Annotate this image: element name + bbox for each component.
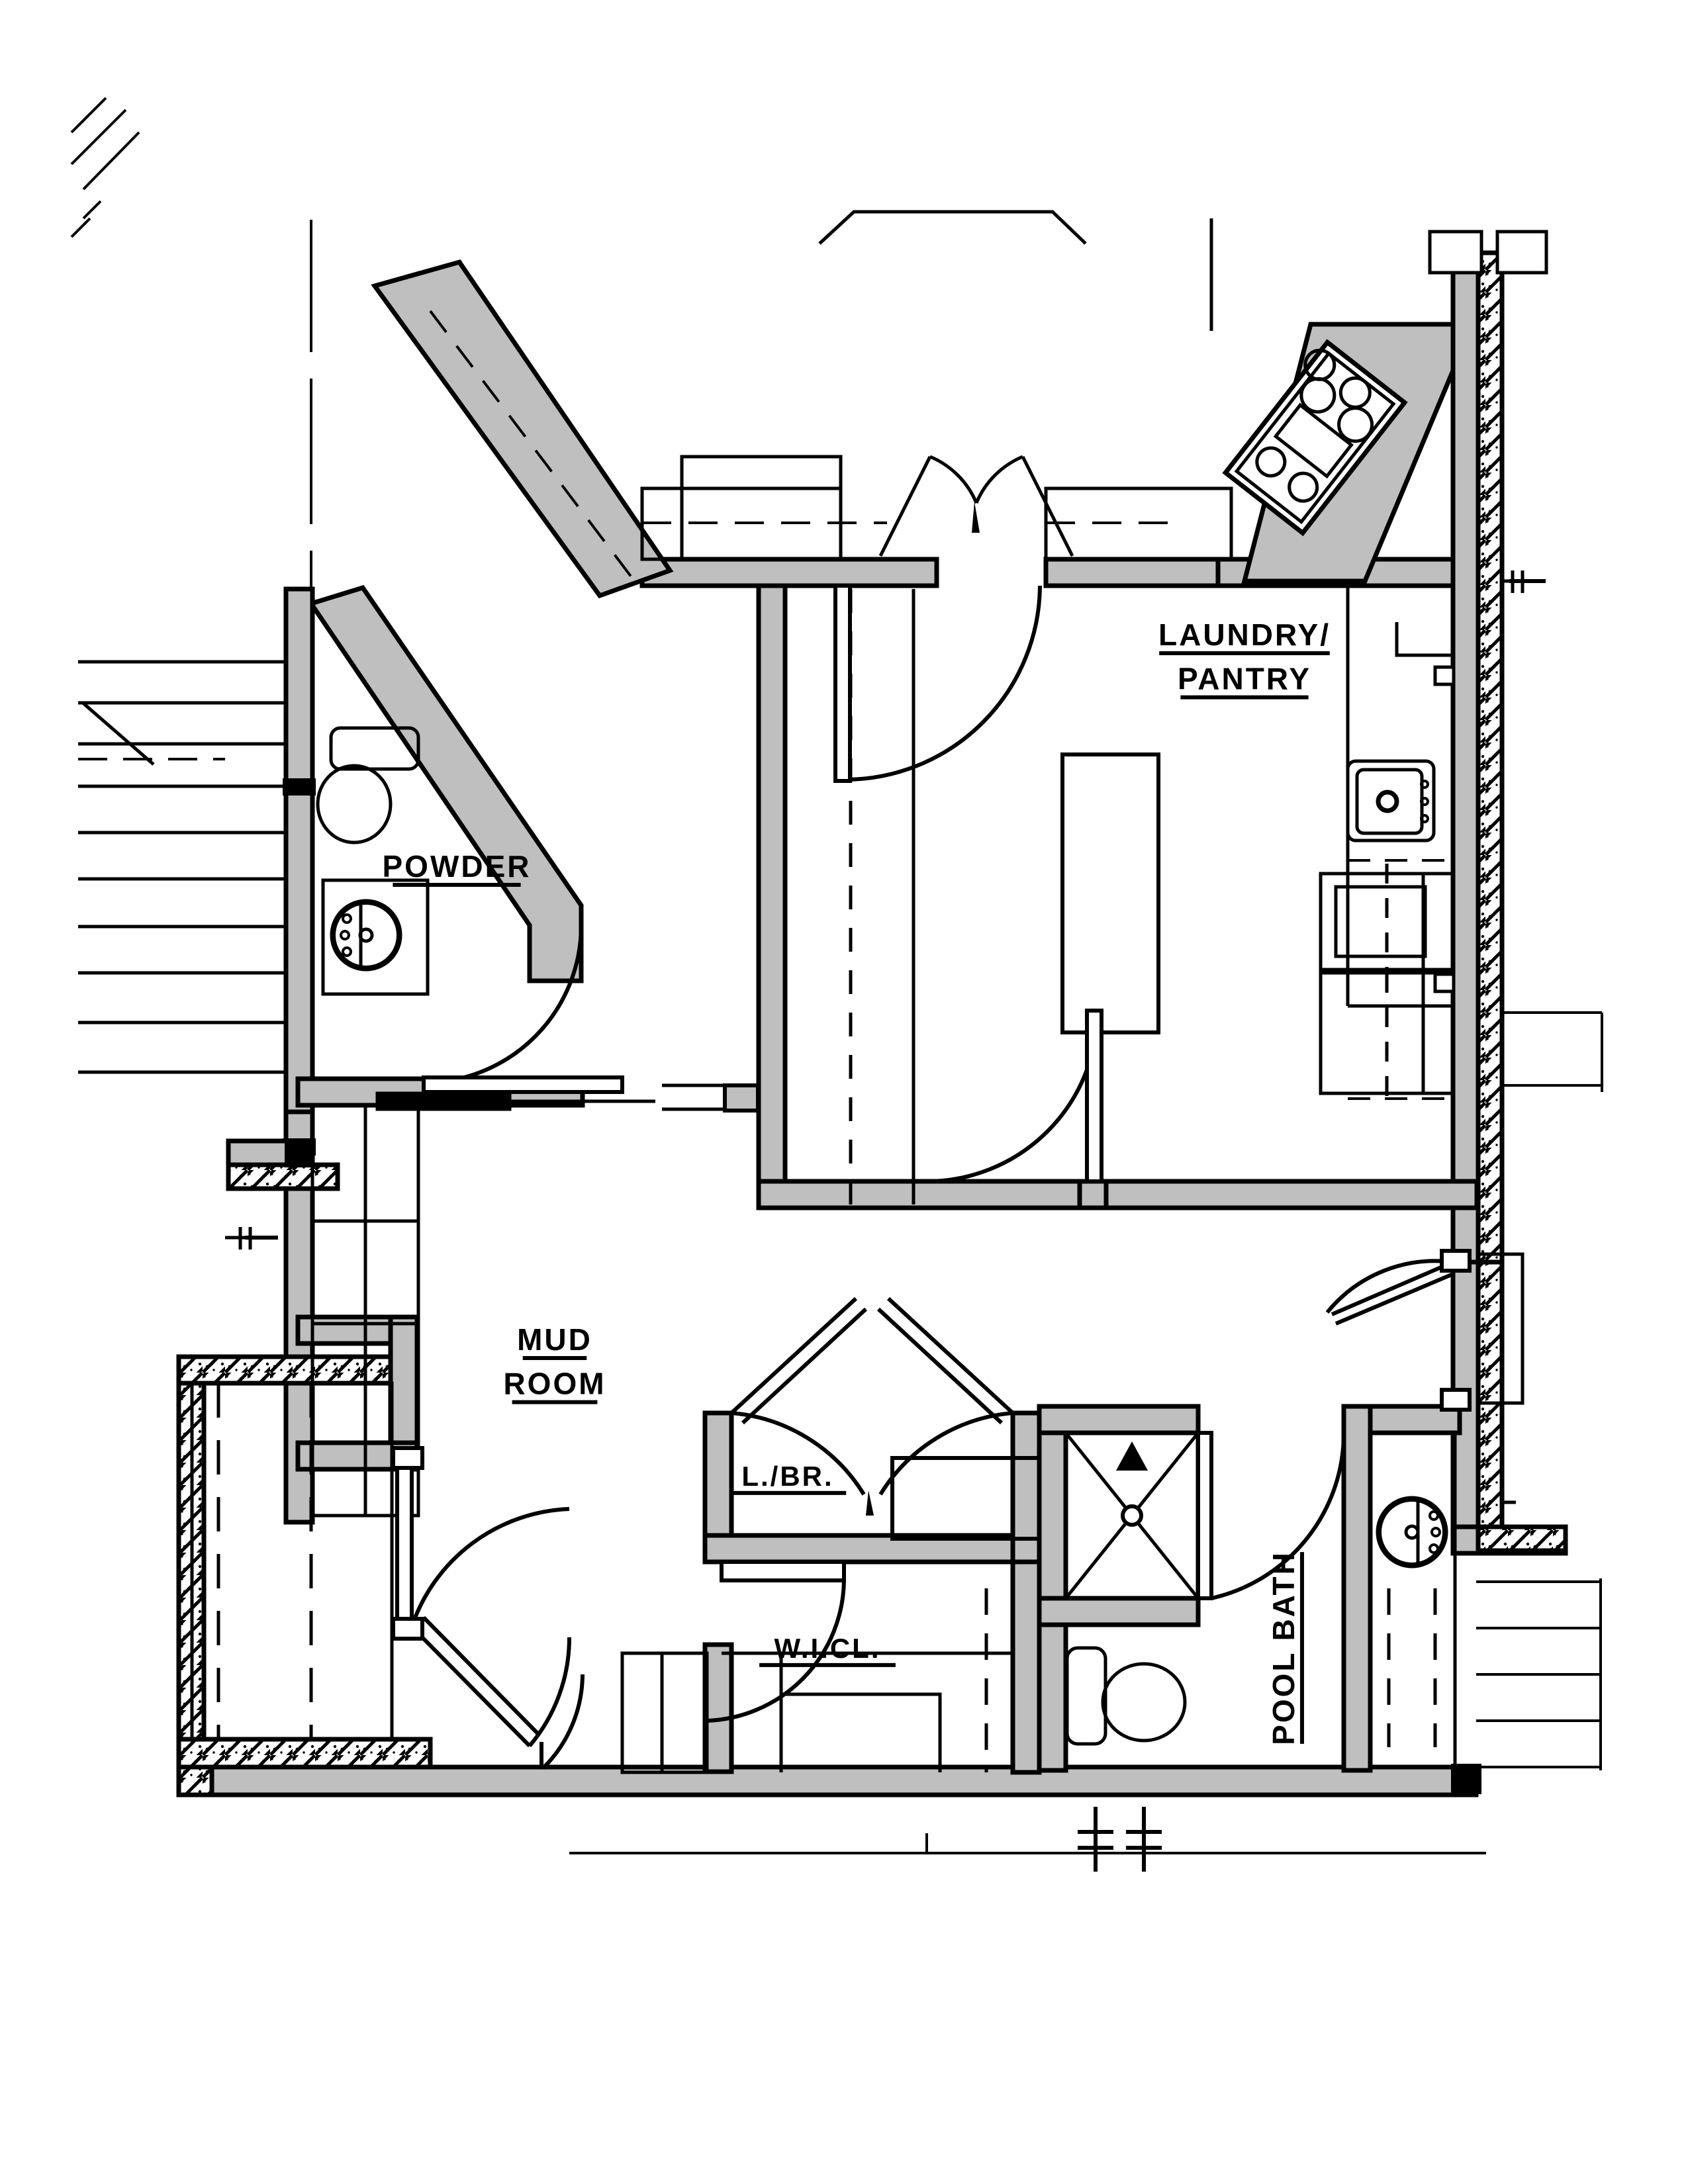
wall-top-mid-seg: [1043, 557, 1221, 588]
column-annotations: [245, 579, 1546, 1872]
island-table: [1060, 752, 1160, 1034]
exterior-wall-bottom: [176, 1764, 1479, 1797]
grade-hatch-marks: [70, 97, 140, 238]
room-label-wicl: W.I.CL.: [759, 1633, 896, 1667]
room-label-text: PANTRY: [1178, 662, 1311, 696]
powder-vanity: [321, 878, 430, 996]
foundation-right: [1476, 250, 1505, 1265]
foundation-bottom-left: [176, 1764, 214, 1797]
room-label-laundry-pantry: LAUNDRY/PANTRY: [1158, 617, 1331, 700]
wall-hall-left: [756, 583, 788, 1210]
deck-boards: [78, 660, 301, 1074]
wall-shower-top: [1037, 1404, 1201, 1435]
room-label-pool-bath: POOL BATH: [1266, 1551, 1304, 1745]
room-label-text: POWDER: [383, 849, 532, 884]
wall-wicl-right: [1010, 1559, 1042, 1775]
foundation-left-sill: [226, 1162, 340, 1191]
column-mark-2: [1126, 1807, 1162, 1872]
room-label-mud-room: MUD ROOM: [503, 1322, 606, 1404]
pool-bath-vanity: [1368, 1431, 1457, 1769]
diagonal-door-leader: [429, 310, 637, 584]
exterior-context: [70, 97, 1603, 1854]
cooktop: [1209, 218, 1456, 584]
wall-hall-bottom: [756, 1179, 1109, 1210]
room-label-text: MUD: [517, 1322, 592, 1357]
powder-toilet: [316, 726, 420, 844]
foundation-right-lower: [1476, 1259, 1505, 1529]
foundation-garage-top: [176, 1354, 393, 1386]
mud-bench-lockers: [310, 1103, 420, 1518]
pool-bath-shower: [1063, 1430, 1213, 1601]
wall-top-left-seg: [639, 557, 939, 588]
room-labels: LAUNDRY/PANTRY POWDER MUD ROOM L./BR. W.I.CL.…: [383, 617, 1331, 1745]
room-label-text: W.I.CL.: [774, 1633, 881, 1664]
post-bottom-right: [1451, 1764, 1481, 1794]
wicl-adjacent-cab: [620, 1651, 709, 1774]
room-label-text: LAUNDRY/: [1158, 617, 1331, 652]
diagonal-wall-entry: [371, 259, 674, 599]
lbr-cabinet: [890, 1456, 1041, 1541]
laundry-appliances: [1319, 864, 1455, 1099]
casework-and-details: [190, 218, 1548, 1774]
walls: [176, 250, 1568, 1797]
exterior-wall-right: [1450, 250, 1481, 1265]
upper-projection: [818, 210, 1087, 245]
pool-bath-door-swing: [1211, 1432, 1346, 1600]
diagonal-wall-powder: [307, 584, 584, 983]
shower-head-marker: [1116, 1441, 1148, 1471]
laundry-sink: [1346, 759, 1436, 842]
column-mark-1: [1078, 1807, 1113, 1872]
post-left: [285, 1138, 311, 1167]
wall-wicl-left: [702, 1642, 734, 1774]
foundation-garage-bottom: [176, 1737, 433, 1770]
room-label-text: POOL BATH: [1266, 1551, 1301, 1745]
foundation-right-return: [1476, 1524, 1568, 1553]
room-label-powder: POWDER: [383, 849, 532, 887]
room-label-l-br: L./BR.: [729, 1461, 847, 1495]
wall-shower-left: [1037, 1404, 1068, 1773]
wall-shower-bottom: [1037, 1596, 1201, 1627]
wall-laundry-bottom: [1103, 1179, 1479, 1210]
wall-hall-corner: [1077, 1179, 1109, 1210]
room-label-text: L./BR.: [741, 1461, 833, 1492]
wall-left-upper: [283, 586, 315, 1115]
pool-bath-toilet: [1065, 1646, 1187, 1746]
jamb-left-a: [283, 778, 316, 796]
wall-poolbath-left: [1341, 1404, 1373, 1773]
stair-run: [190, 1381, 394, 1741]
room-label-text: ROOM: [503, 1367, 606, 1401]
